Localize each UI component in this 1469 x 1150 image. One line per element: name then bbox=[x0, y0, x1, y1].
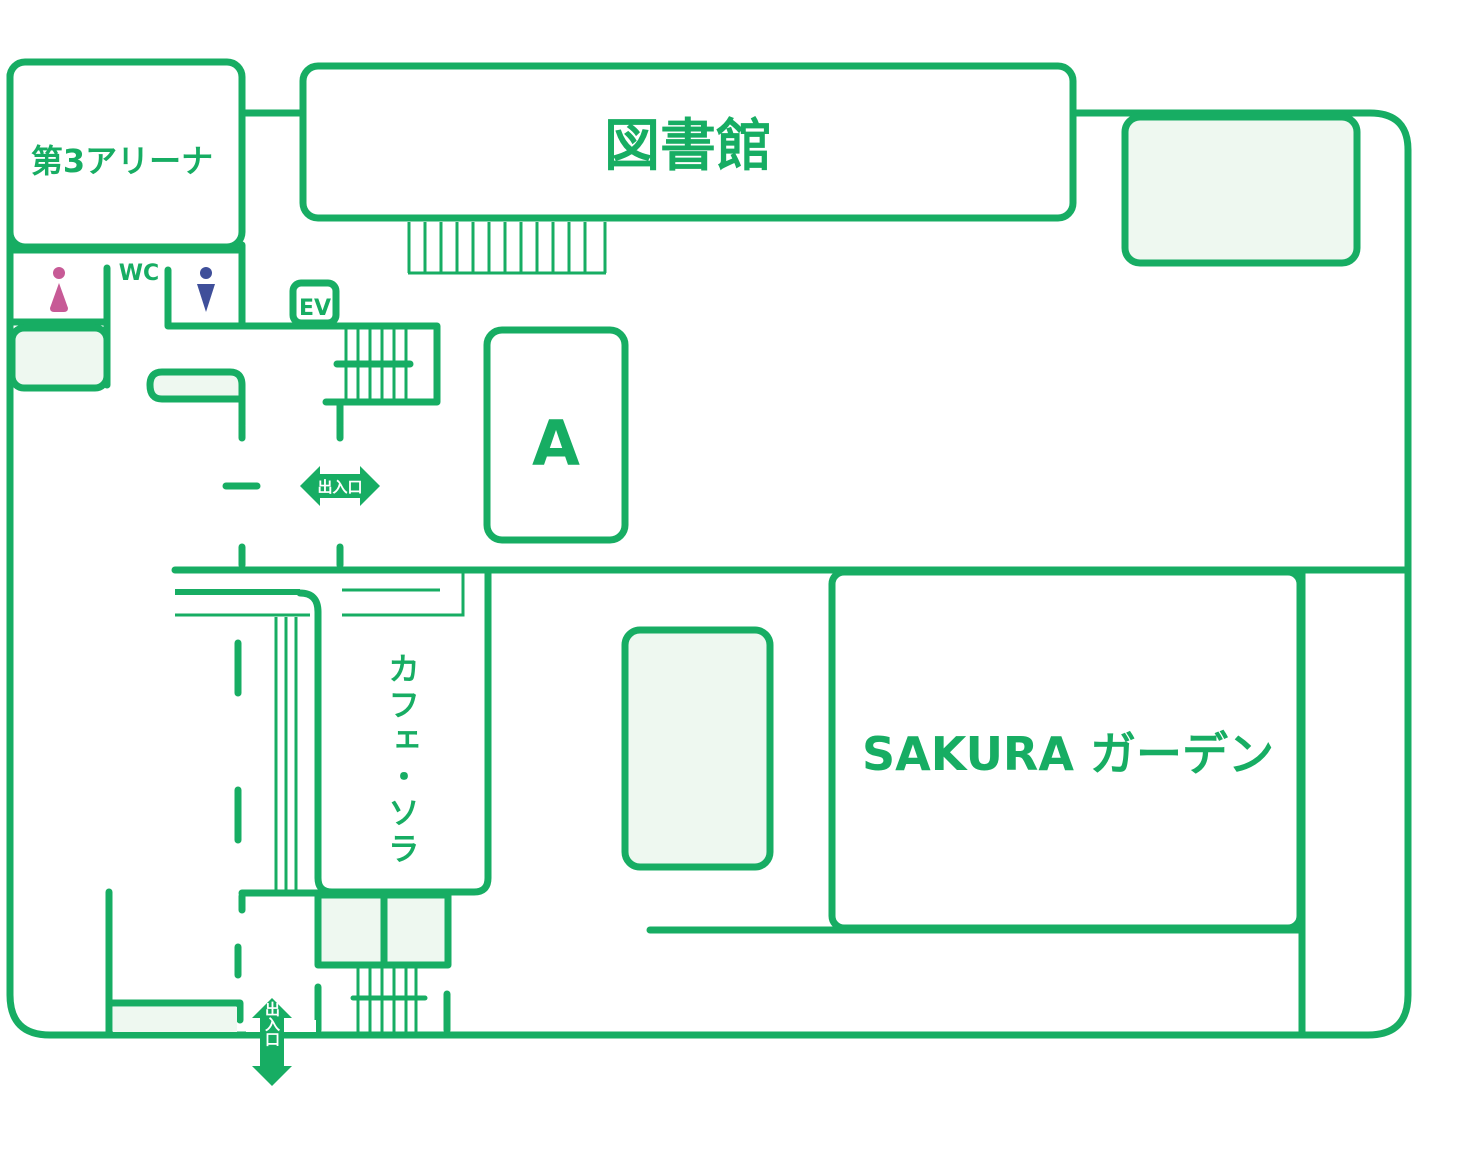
room-bottom-left bbox=[113, 1007, 237, 1032]
stairs-north bbox=[333, 328, 414, 429]
room-a-label: A bbox=[532, 407, 580, 480]
entrance-bottom[interactable]: 出入口 bbox=[246, 998, 316, 1086]
cafe-label: カフェ・ソラ bbox=[383, 652, 421, 868]
room-a[interactable]: A bbox=[483, 326, 629, 544]
room-cafe[interactable]: カフェ・ソラ bbox=[296, 568, 492, 896]
room-storage-left bbox=[8, 324, 111, 392]
restroom-area: WC bbox=[6, 241, 441, 406]
room-library[interactable]: 図書館 bbox=[299, 62, 1077, 222]
entrance-middle[interactable]: 出入口 bbox=[300, 466, 380, 506]
stairs-south bbox=[314, 967, 451, 1034]
building-outline bbox=[6, 71, 1412, 1039]
entrance-arrow-icon bbox=[252, 998, 292, 1086]
corridor-dashes bbox=[222, 422, 344, 979]
library-label: 図書館 bbox=[604, 114, 772, 179]
arena-label: 第3アリーナ bbox=[31, 142, 213, 180]
ev-label: EV bbox=[299, 296, 331, 321]
entrance-middle-label: 出入口 bbox=[317, 478, 362, 496]
room-arena[interactable]: 第3アリーナ bbox=[6, 58, 246, 251]
room-center[interactable] bbox=[621, 626, 774, 871]
garden-label: SAKURA ガーデン bbox=[862, 727, 1274, 781]
room-top-right[interactable] bbox=[1121, 113, 1361, 267]
entrance-arrow-icon bbox=[300, 466, 380, 506]
room-garden[interactable]: SAKURA ガーデン bbox=[828, 568, 1304, 932]
women-restroom-icon bbox=[50, 267, 68, 312]
storage-boxes bbox=[314, 891, 452, 969]
cafe-stairs bbox=[274, 617, 298, 890]
bench bbox=[146, 368, 246, 429]
wc-label: WC bbox=[119, 261, 159, 286]
elevator[interactable]: EV bbox=[289, 279, 340, 327]
library-stairs bbox=[407, 222, 607, 275]
entrance-bottom-label: 出入口 bbox=[263, 1001, 281, 1047]
men-restroom-icon bbox=[197, 267, 215, 312]
